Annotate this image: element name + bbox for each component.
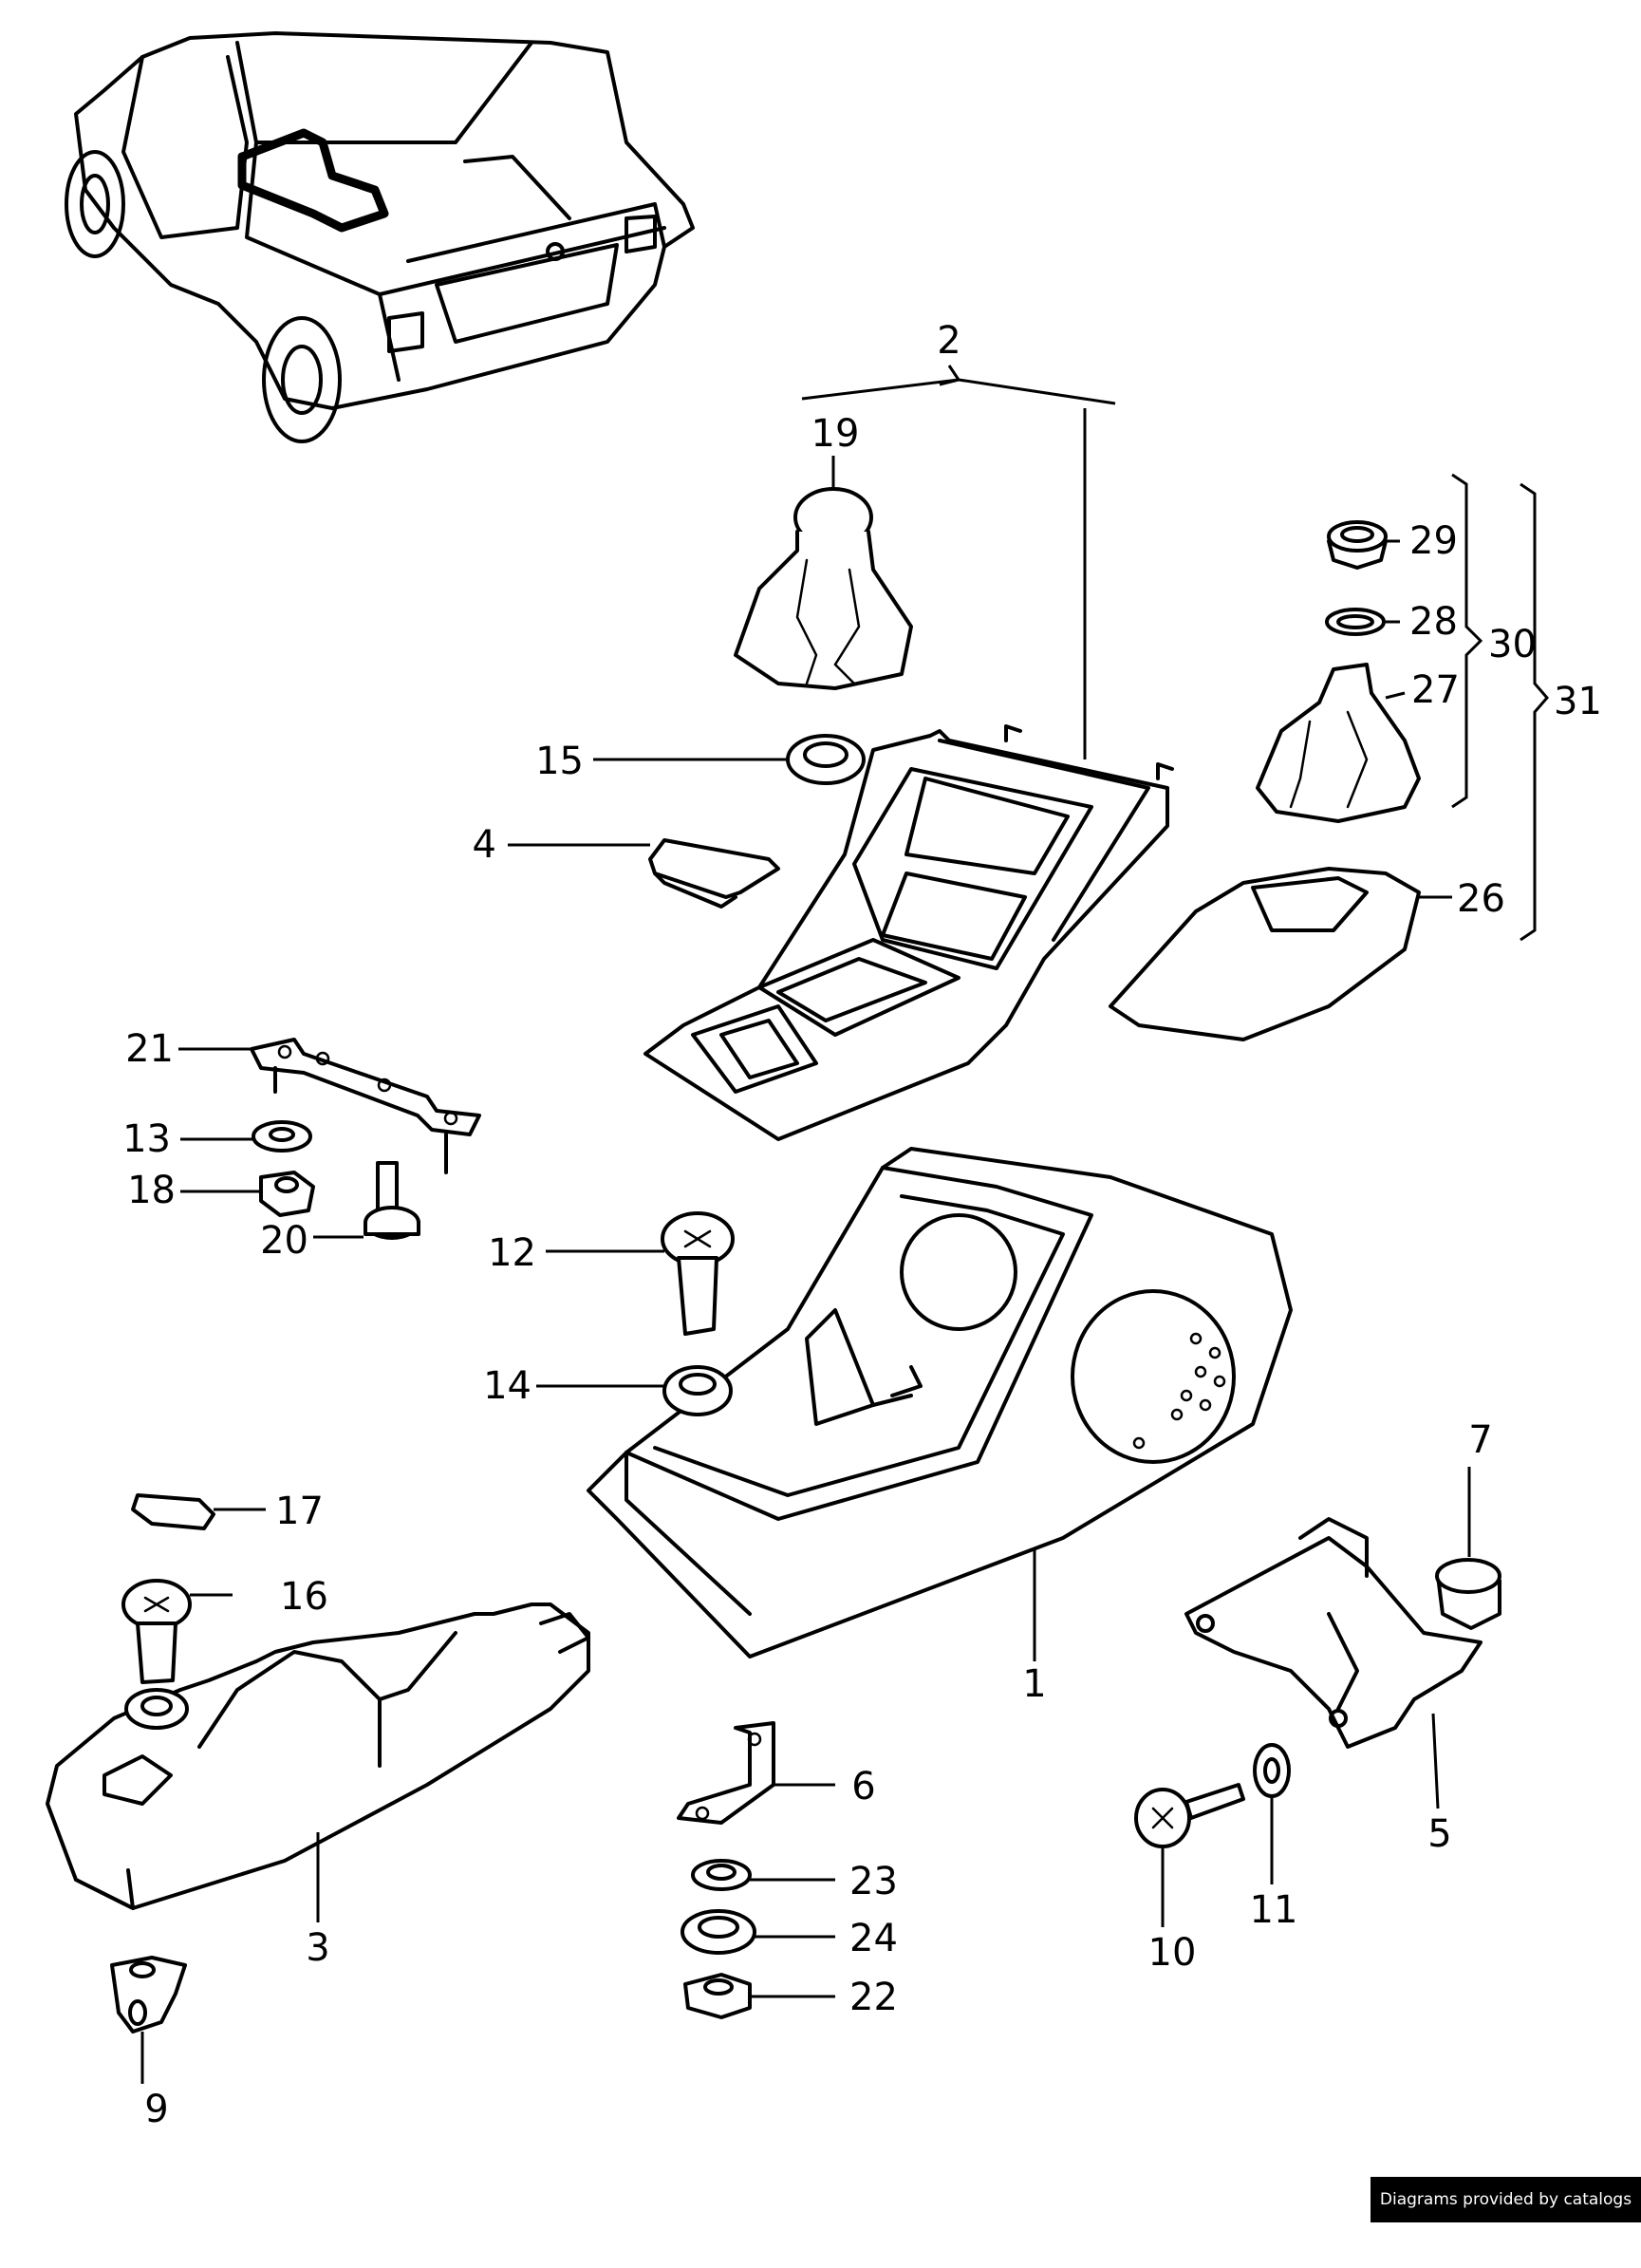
part-labels: 1 2 3 4 5 6 7 9 10 11 12 13 14 15 16 17 …	[122, 319, 1602, 2131]
label-11: 11	[1250, 1888, 1298, 1932]
label-29: 29	[1409, 519, 1458, 563]
part-mounting-bracket-21	[250, 1038, 481, 1174]
label-24: 24	[849, 1917, 898, 1960]
part-boot-27	[1256, 663, 1421, 823]
part-bushing-29	[1327, 520, 1388, 570]
part-gear-boot-19	[734, 487, 913, 690]
label-22: 22	[849, 1976, 898, 2019]
label-20: 20	[260, 1219, 308, 1263]
label-13: 13	[122, 1117, 171, 1161]
label-7: 7	[1468, 1418, 1492, 1462]
parts-diagram: 1 2 3 4 5 6 7 9 10 11 12 13 14 15 16 17 …	[46, 31, 1602, 2131]
label-6: 6	[851, 1765, 875, 1809]
part-console-trim	[643, 724, 1174, 1141]
label-28: 28	[1409, 600, 1458, 644]
label-30: 30	[1488, 623, 1537, 666]
label-31: 31	[1554, 680, 1602, 723]
part-ring-15	[786, 734, 866, 785]
label-5: 5	[1427, 1812, 1451, 1856]
part-grommet-14	[662, 1365, 733, 1416]
part-rear-tray	[46, 1603, 590, 1910]
part-bracket	[1184, 1517, 1482, 1749]
part-console-cover-26	[1109, 867, 1421, 1041]
label-18: 18	[127, 1169, 176, 1212]
part-washer-23	[691, 1859, 752, 1891]
label-14: 14	[483, 1364, 531, 1408]
part-console-body	[587, 1147, 1293, 1659]
label-12: 12	[488, 1231, 536, 1275]
label-27: 27	[1411, 668, 1460, 712]
part-screw-12	[661, 1211, 735, 1336]
part-bolt-20	[364, 1161, 420, 1240]
part-washer-11	[1253, 1743, 1291, 1798]
part-washer-13	[252, 1120, 312, 1153]
part-nut-22	[683, 1973, 752, 2019]
label-26: 26	[1457, 877, 1505, 921]
label-21: 21	[125, 1027, 174, 1071]
part-pad-17	[131, 1493, 215, 1530]
label-17: 17	[275, 1490, 324, 1533]
part-cover	[648, 838, 780, 909]
label-15: 15	[535, 740, 584, 783]
part-washer-24	[681, 1909, 756, 1955]
label-10: 10	[1148, 1931, 1197, 1975]
label-2: 2	[937, 319, 960, 363]
label-9: 9	[144, 2088, 168, 2131]
part-screw-16	[121, 1579, 192, 1730]
part-clip	[110, 1956, 187, 2034]
label-1: 1	[1022, 1662, 1046, 1706]
label-3: 3	[306, 1926, 329, 1970]
part-bolt-10	[1134, 1783, 1245, 1848]
part-nut-18	[259, 1171, 315, 1217]
part-small-bracket	[677, 1721, 775, 1825]
vehicle-overview	[65, 31, 695, 443]
label-4: 4	[473, 823, 496, 867]
label-16: 16	[280, 1575, 328, 1619]
credit-banner: Diagrams provided by catalogs parts	[1371, 2177, 1641, 2255]
label-23: 23	[849, 1860, 898, 1903]
leader-lines	[140, 365, 1549, 2084]
part-ring-28	[1325, 608, 1386, 636]
part-cap	[1435, 1558, 1501, 1630]
label-19: 19	[811, 412, 860, 456]
